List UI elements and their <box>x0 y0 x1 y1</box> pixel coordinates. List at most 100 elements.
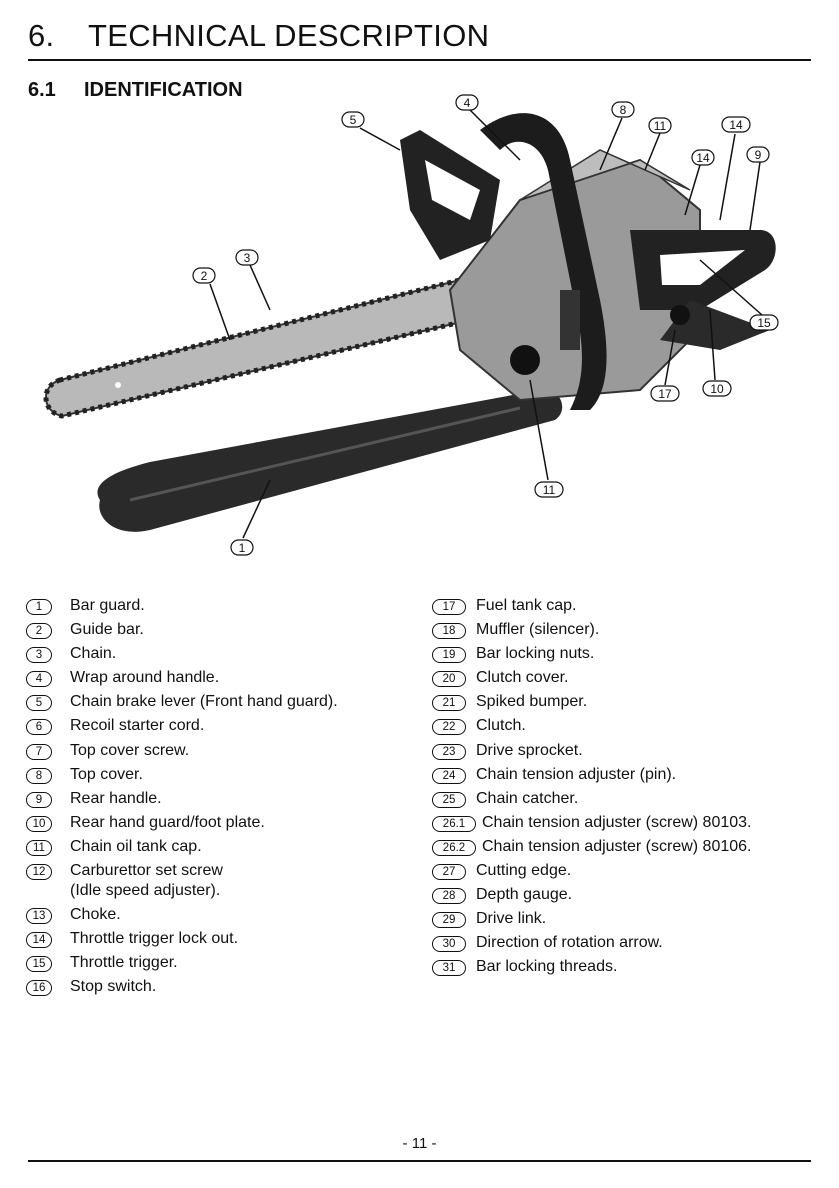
item-label: Rear hand guard/foot plate. <box>70 813 265 833</box>
legend-item: 30Direction of rotation arrow. <box>432 933 822 957</box>
legend-item: 20 Clutch cover. <box>432 668 822 692</box>
item-label: Chain oil tank cap. <box>70 837 202 857</box>
item-label: Chain tension adjuster (screw) 80106. <box>482 837 751 857</box>
item-number-badge: 18 <box>432 623 466 639</box>
top-rule <box>28 59 811 61</box>
item-number-badge: 24 <box>432 768 466 784</box>
legend-item: 3 Chain. <box>26 644 406 668</box>
page-number: - 11 - <box>0 1135 839 1152</box>
svg-text:1: 1 <box>239 541 246 555</box>
item-number-badge: 19 <box>432 647 466 663</box>
item-label: Top cover screw. <box>70 741 189 761</box>
item-label: Throttle trigger lock out. <box>70 929 238 949</box>
svg-text:8: 8 <box>620 103 627 117</box>
legend-item: 10 Rear hand guard/foot plate. <box>26 813 406 837</box>
legend-item: 5 Chain brake lever (Front hand guard). <box>26 692 406 716</box>
bar-guard-shape <box>97 390 562 532</box>
svg-text:10: 10 <box>710 382 724 396</box>
chainsaw-illustration: 1 2 3 4 5 14 11 8 9 10 11 14 15 17 <box>0 90 839 570</box>
item-label: Direction of rotation arrow. <box>476 933 663 953</box>
item-label: Top cover. <box>70 765 143 785</box>
item-number-badge: 14 <box>26 932 52 948</box>
item-number-badge: 21 <box>432 695 466 711</box>
legend-item: 11 Chain oil tank cap. <box>26 837 406 861</box>
item-number-badge: 22 <box>432 719 466 735</box>
svg-text:11: 11 <box>543 483 556 497</box>
item-label: Muffler (silencer). <box>476 620 599 640</box>
chainsaw-drawing: 1 2 3 4 5 14 11 8 9 10 11 14 15 17 <box>0 90 839 570</box>
item-label: Recoil starter cord. <box>70 716 204 736</box>
item-label: Guide bar. <box>70 620 144 640</box>
bottom-rule <box>28 1160 811 1162</box>
item-label: Spiked bumper. <box>476 692 587 712</box>
item-label: Chain. <box>70 644 116 664</box>
item-number-badge: 4 <box>26 671 52 687</box>
legend-item: 4Wrap around handle. <box>26 668 406 692</box>
section-number: 6. <box>28 18 88 54</box>
legend-item: 2 Guide bar. <box>26 620 406 644</box>
svg-text:5: 5 <box>350 113 357 127</box>
item-number-badge: 29 <box>432 912 466 928</box>
item-number-badge: 20 <box>432 671 466 687</box>
item-label: Stop switch. <box>70 977 156 997</box>
item-number-badge: 2 <box>26 623 52 639</box>
item-number-badge: 26.2 <box>432 840 476 856</box>
legend-item: 26.1 Chain tension adjuster (screw) 80103… <box>432 813 822 837</box>
item-label: Chain tension adjuster (screw) 80103. <box>482 813 751 833</box>
item-number-badge: 5 <box>26 695 52 711</box>
item-label: Clutch. <box>476 716 526 736</box>
legend-item: 24 Chain tension adjuster (pin). <box>432 765 822 789</box>
item-number-badge: 17 <box>432 599 466 615</box>
legend-item: 14 Throttle trigger lock out. <box>26 929 406 953</box>
item-number-badge: 23 <box>432 744 466 760</box>
item-label: Throttle trigger. <box>70 953 178 973</box>
svg-text:17: 17 <box>658 387 672 401</box>
item-label: Cutting edge. <box>476 861 571 881</box>
legend-item: 7 Top cover screw. <box>26 741 406 765</box>
item-number-badge: 7 <box>26 744 52 760</box>
legend-item: 21 Spiked bumper. <box>432 692 822 716</box>
item-number-badge: 26.1 <box>432 816 476 832</box>
item-number-badge: 8 <box>26 768 52 784</box>
item-number-badge: 31 <box>432 960 466 976</box>
item-number-badge: 11 <box>26 840 52 856</box>
item-label: Chain catcher. <box>476 789 578 809</box>
item-label: Chain tension adjuster (pin). <box>476 765 676 785</box>
legend-item: 8 Top cover. <box>26 765 406 789</box>
section-heading: 6. TECHNICAL DESCRIPTION <box>28 18 489 54</box>
item-number-badge: 3 <box>26 647 52 663</box>
svg-text:11: 11 <box>654 119 667 133</box>
legend-item: 23Drive sprocket. <box>432 741 822 765</box>
svg-text:14: 14 <box>696 151 710 165</box>
item-label: Drive link. <box>476 909 546 929</box>
svg-text:3: 3 <box>244 251 251 265</box>
item-number-badge: 25 <box>432 792 466 808</box>
item-label: Fuel tank cap. <box>476 596 577 616</box>
svg-text:14: 14 <box>729 118 743 132</box>
item-label: Bar guard. <box>70 596 145 616</box>
item-label: Chain brake lever (Front hand guard). <box>70 692 338 712</box>
legend-item: 31 Bar locking threads. <box>432 957 822 981</box>
item-label: Clutch cover. <box>476 668 568 688</box>
item-label: Bar locking nuts. <box>476 644 594 664</box>
item-number-badge: 10 <box>26 816 52 832</box>
svg-text:9: 9 <box>755 148 762 162</box>
legend-item: 22 Clutch. <box>432 716 822 740</box>
section-title: TECHNICAL DESCRIPTION <box>88 18 489 54</box>
item-label: Bar locking threads. <box>476 957 617 977</box>
legend-item: 17 Fuel tank cap. <box>432 596 822 620</box>
legend-item: 26.2 Chain tension adjuster (screw) 80106… <box>432 837 822 861</box>
legend-item: 18 Muffler (silencer). <box>432 620 822 644</box>
item-label: Depth gauge. <box>476 885 572 905</box>
guide-bar-shape <box>46 280 470 416</box>
